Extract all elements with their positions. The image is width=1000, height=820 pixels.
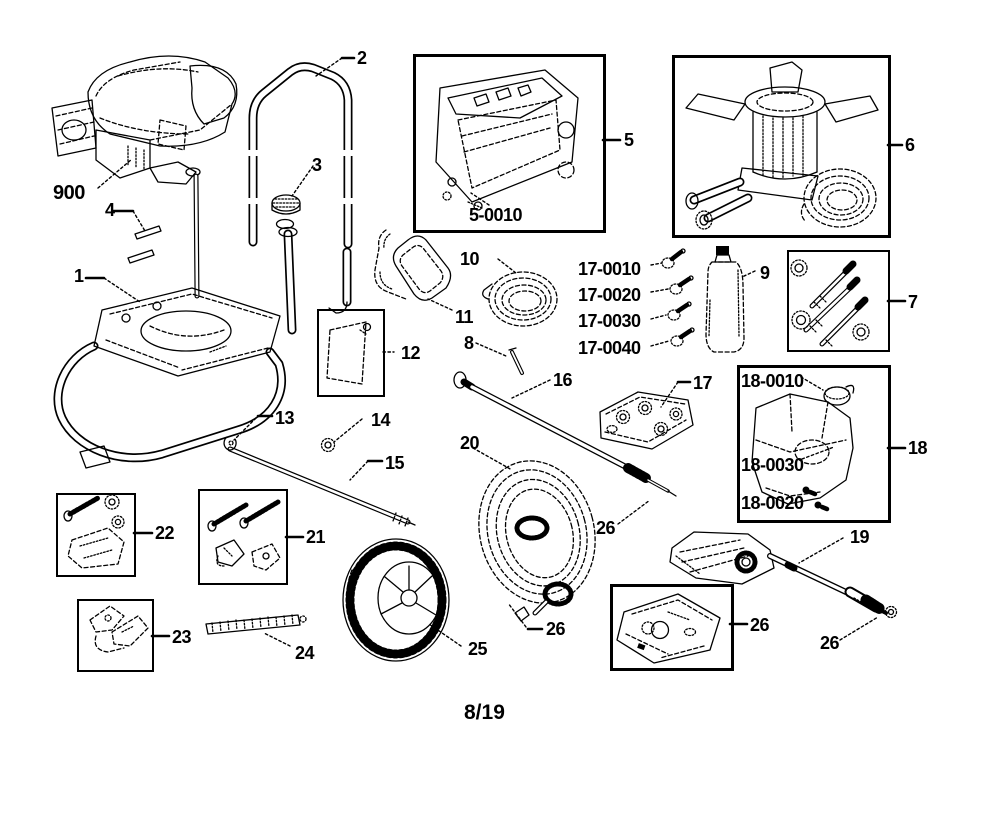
callout-17-0040: 17-0040 [578, 338, 641, 358]
callout-18-0010: 18-0010 [741, 371, 804, 391]
tank-illustration [751, 384, 855, 512]
callout-17-0020: 17-0020 [578, 285, 641, 305]
callout-23: 23 [172, 627, 192, 647]
foot-kit-illustration [63, 494, 125, 569]
small-hose-coil-illustration [482, 271, 558, 327]
callout-14: 14 [371, 410, 391, 430]
callout-8: 8 [464, 333, 474, 353]
screw-kit-illustration [207, 499, 281, 571]
callout-24: 24 [295, 643, 315, 663]
callout-20: 20 [460, 433, 480, 453]
bolt-kit-illustration [790, 259, 870, 347]
nozzle-17-0040-icon [670, 327, 695, 347]
box-kit-18 [737, 365, 891, 523]
callout-18-0020: 18-0020 [741, 493, 804, 513]
callout-11: 11 [455, 307, 474, 327]
nozzle-17-0030-icon [667, 301, 692, 321]
nozzle-17-0010-icon [661, 248, 686, 269]
baseplate-illustration [616, 593, 721, 664]
box-kit-5 [413, 54, 606, 233]
callout-6: 6 [905, 135, 915, 155]
wand-illustration [453, 371, 677, 497]
wheel-illustration [342, 538, 450, 662]
hook-strap-illustration [374, 229, 452, 301]
callout-1: 1 [74, 266, 84, 286]
control-panel-illustration [435, 69, 579, 211]
axle-nut-illustration [320, 437, 336, 453]
callout-15: 15 [385, 453, 405, 473]
engine-illustration [51, 55, 238, 299]
nozzle-17-0020-icon [669, 275, 694, 295]
callout-26-hose-end: 26 [546, 619, 566, 639]
page-number: 8/19 [464, 701, 505, 724]
frame-illustration [53, 287, 286, 469]
callout-10: 10 [460, 249, 480, 269]
pump-illustration [685, 61, 879, 230]
bottle-illustration [705, 246, 745, 353]
callout-17-0010: 17-0010 [578, 259, 641, 279]
axle-illustration [227, 446, 416, 527]
callout-2: 2 [357, 48, 367, 68]
callout-26-baseplate: 26 [750, 615, 770, 635]
box-kit-23 [77, 599, 154, 672]
callout-18: 18 [908, 438, 928, 458]
access-panel-illustration [326, 321, 372, 385]
callout-18-0030: 18-0030 [741, 455, 804, 475]
box-kit-7 [787, 250, 890, 352]
handle-cap-illustration [271, 194, 301, 230]
callout-12: 12 [401, 343, 421, 363]
box-kit-12 [317, 309, 385, 397]
callout-17-0030: 17-0030 [578, 311, 641, 331]
clip-illustration [223, 436, 237, 451]
callout-25: 25 [468, 639, 488, 659]
holder-kit-illustration [89, 605, 149, 653]
callout-3: 3 [312, 155, 322, 175]
callout-17: 17 [693, 373, 713, 393]
callout-7: 7 [908, 292, 918, 312]
hose-illustration [478, 460, 596, 622]
strip-4-illustration [127, 225, 162, 264]
leader-lines [84, 56, 907, 647]
rack-strip-illustration [205, 614, 307, 635]
callout-26-wand-coupler: 26 [596, 518, 616, 538]
spray-gun-illustration [669, 531, 898, 619]
callout-22: 22 [155, 523, 175, 543]
callout-19: 19 [850, 527, 870, 547]
callout-900: 900 [53, 182, 85, 204]
callout-5-0010: 5-0010 [469, 205, 523, 225]
box-kit-21 [198, 489, 288, 585]
callout-9: 9 [760, 263, 770, 283]
box-kit-22 [56, 493, 136, 577]
handle-illustration [245, 62, 356, 335]
callout-21: 21 [306, 527, 326, 547]
callout-5: 5 [624, 130, 634, 150]
pin-illustration [508, 347, 524, 375]
callout-26-gun-tip: 26 [820, 633, 840, 653]
callout-4: 4 [105, 200, 115, 220]
nozzle-tray-illustration [599, 391, 694, 450]
box-kit-26 [610, 584, 734, 671]
callout-16: 16 [553, 370, 573, 390]
callout-13: 13 [275, 408, 295, 428]
box-kit-6 [672, 55, 891, 238]
